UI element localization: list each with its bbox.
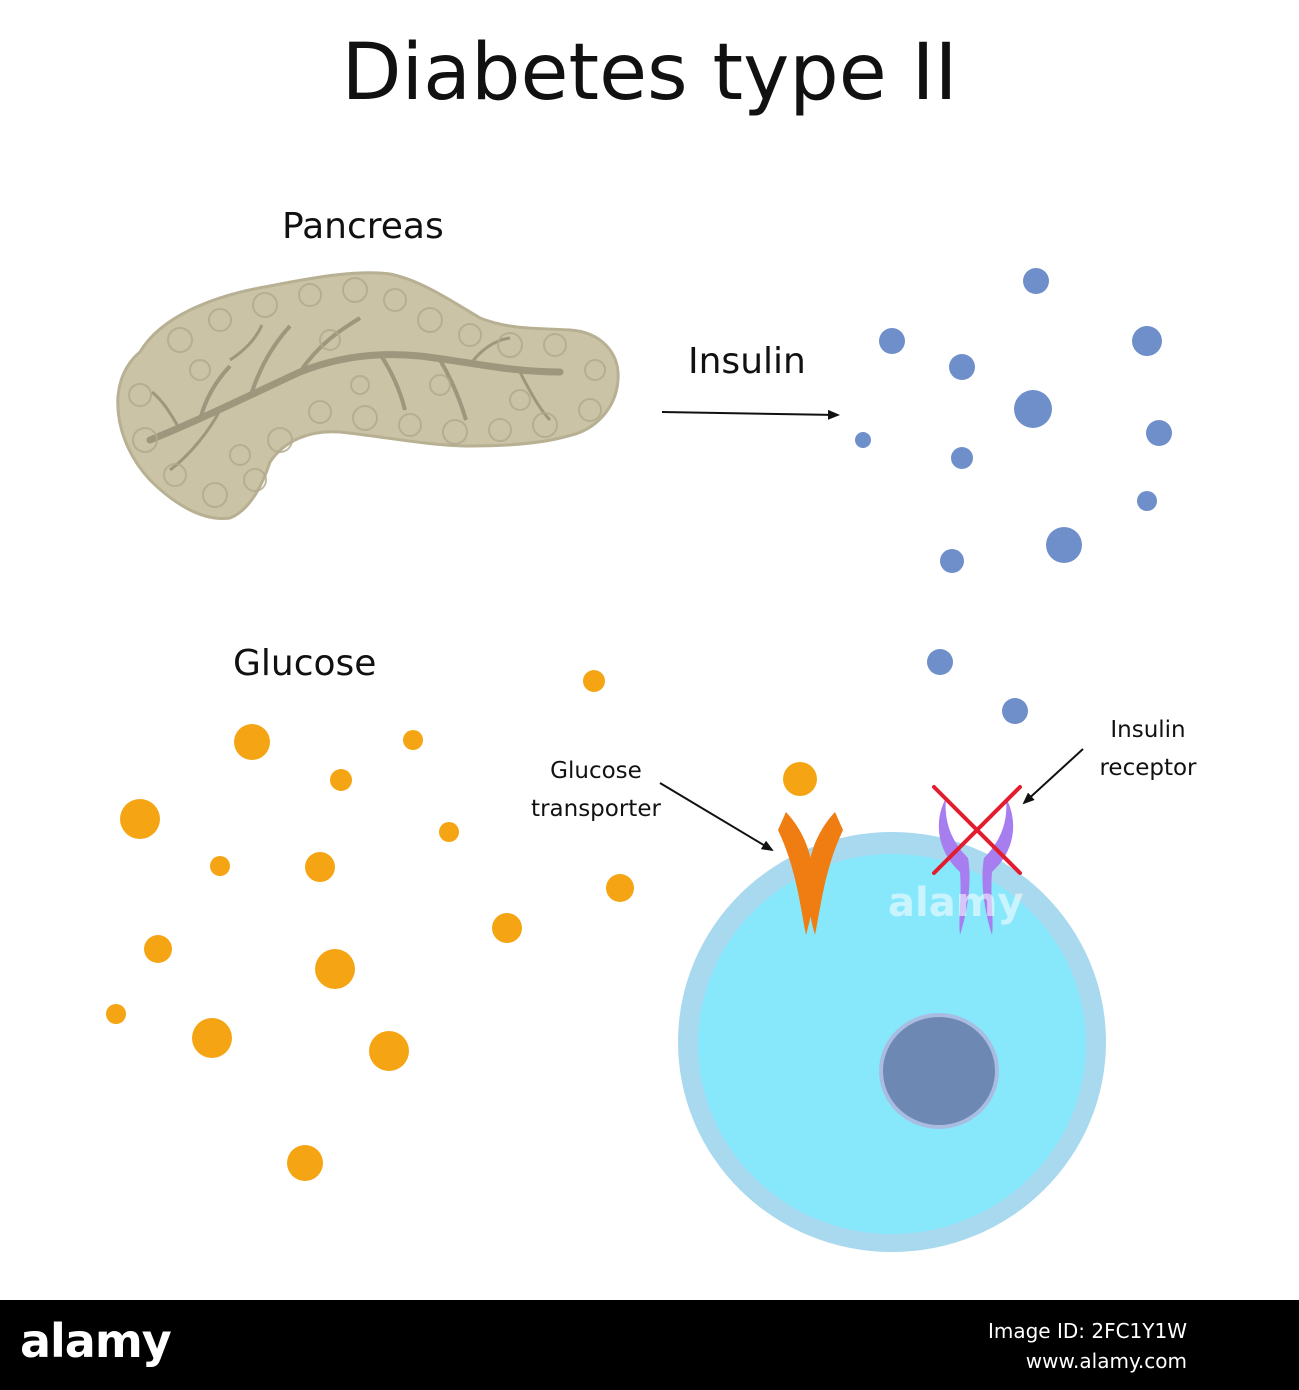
- glucose-molecule: [369, 1031, 409, 1071]
- insulin-release-arrow: [661, 409, 840, 420]
- page-title: Diabetes type II: [341, 28, 958, 118]
- insulin-molecule: [1023, 268, 1049, 294]
- glucose-molecule: [606, 874, 634, 902]
- insulin-receptor: [938, 798, 1014, 935]
- watermark: alamy: [888, 880, 1024, 926]
- glucose-molecule: [583, 670, 605, 692]
- glucose-molecule: [210, 856, 230, 876]
- insulin-label: Insulin: [688, 341, 806, 382]
- glucose-molecule: [287, 1145, 323, 1181]
- insulin-molecule: [1002, 698, 1028, 724]
- insulin-molecule: [1132, 326, 1162, 356]
- insulin-molecule: [951, 447, 973, 469]
- insulin-molecule: [940, 549, 964, 573]
- blocked-cross-icon: [932, 785, 1022, 875]
- stock-logo: alamy: [20, 1314, 172, 1368]
- glucose-molecule: [144, 935, 172, 963]
- insulin-molecule: [1137, 491, 1157, 511]
- transporter-pointer-arrow: [659, 782, 774, 852]
- glucose-molecule: [492, 913, 522, 943]
- glucose-molecule: [192, 1018, 232, 1058]
- receptor-pointer-arrow: [1022, 748, 1084, 805]
- stock-info: Image ID: 2FC1Y1W www.alamy.com: [988, 1316, 1187, 1376]
- insulin-molecule: [1146, 420, 1172, 446]
- glucose-molecule: [330, 769, 352, 791]
- glucose-transporter-label: Glucose transporter: [506, 752, 686, 828]
- stock-footer: alamy Image ID: 2FC1Y1W www.alamy.com: [0, 1300, 1299, 1390]
- insulin-molecule: [855, 432, 871, 448]
- insulin-receptor-label: Insulin receptor: [1078, 711, 1218, 787]
- glucose-molecule: [234, 724, 270, 760]
- glucose-molecule: [403, 730, 423, 750]
- site-url: www.alamy.com: [1025, 1349, 1187, 1373]
- glucose-molecules: [106, 670, 817, 1181]
- diagram-canvas: [106, 268, 1172, 1252]
- glucose-molecule: [305, 852, 335, 882]
- diabetes-diagram: Diabetes type II: [106, 28, 1218, 1252]
- glucose-transporter-label-line2: transporter: [531, 796, 661, 822]
- insulin-molecule: [1014, 390, 1052, 428]
- insulin-receptor-label-line1: Insulin: [1110, 717, 1186, 743]
- insulin-molecule: [949, 354, 975, 380]
- glucose-transporter-label-line1: Glucose: [550, 758, 642, 784]
- glucose-molecule: [315, 949, 355, 989]
- pancreas-duct: [146, 351, 564, 444]
- pancreas-illustration: [116, 271, 620, 520]
- pancreas-label: Pancreas: [282, 206, 444, 247]
- glucose-molecule: [783, 762, 817, 796]
- image-id: Image ID: 2FC1Y1W: [987, 1319, 1187, 1343]
- glucose-molecule: [106, 1004, 126, 1024]
- pancreas-body: [116, 271, 620, 520]
- cell: [678, 832, 1106, 1252]
- insulin-molecule: [927, 649, 953, 675]
- glucose-transporter: [778, 812, 843, 935]
- insulin-molecules: [855, 268, 1172, 724]
- glucose-molecule: [439, 822, 459, 842]
- glucose-molecule: [120, 799, 160, 839]
- glucose-label: Glucose: [233, 643, 377, 684]
- insulin-molecule: [1046, 527, 1082, 563]
- insulin-receptor-label-line2: receptor: [1099, 755, 1197, 781]
- insulin-molecule: [879, 328, 905, 354]
- nucleus: [879, 1013, 999, 1129]
